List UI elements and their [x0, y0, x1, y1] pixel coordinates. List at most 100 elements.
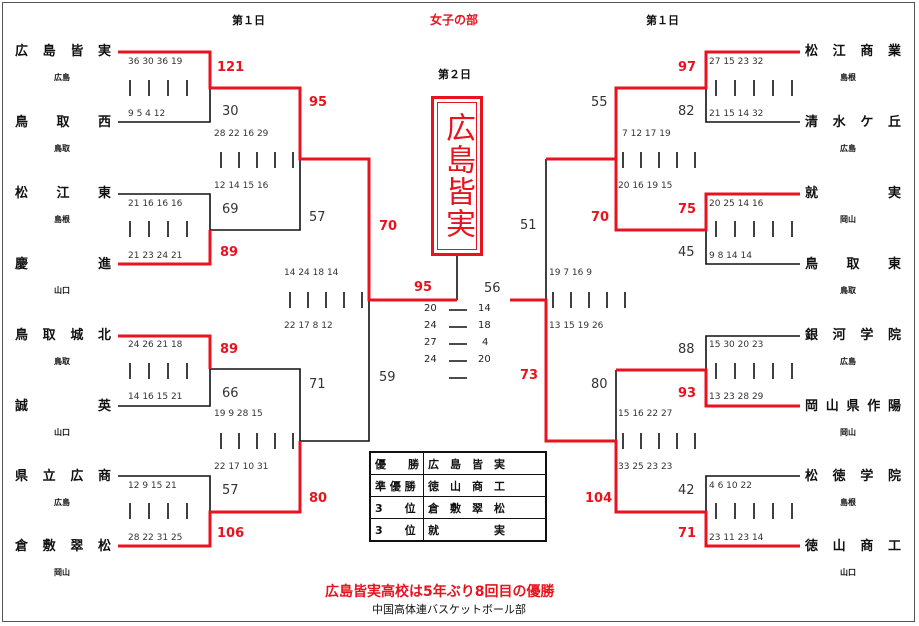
final-score-left: 95 [414, 280, 433, 295]
period-scores: 23 11 23 14 [709, 533, 764, 543]
left-team-6-pref: 山口 [54, 428, 70, 437]
period-scores: 9 8 14 14 [709, 251, 752, 261]
left-team-6: 誠 英 [15, 399, 111, 414]
result-caption: 広島皆実高校は5年ぶり8回目の優勝 [325, 584, 555, 600]
team-cell: 広 島 皆 実 [423, 451, 547, 475]
left-team-2: 鳥 取 西 [15, 115, 111, 130]
score-loser: 45 [678, 245, 695, 260]
score-winner: 71 [678, 526, 697, 541]
right-team-5-pref: 広島 [840, 357, 856, 366]
left-team-7: 県 立 広 商 [15, 469, 111, 484]
score-loser: 59 [379, 370, 396, 385]
period-scores: 28 22 16 29 [214, 129, 269, 139]
period-scores: 15 16 22 27 [618, 409, 673, 419]
right-team-1-pref: 島根 [840, 73, 856, 82]
score-loser: 69 [222, 202, 239, 217]
period-scores: 13 23 28 29 [709, 392, 764, 402]
champion-box: 広島皆実 [431, 96, 483, 256]
period-scores: 36 30 36 19 [128, 57, 183, 67]
right-team-1: 松 江 商 業 [805, 44, 901, 59]
right-team-4: 鳥 取 東 [805, 257, 901, 272]
score-loser: 82 [678, 104, 695, 119]
table-row: 優 勝 広 島 皆 実 [369, 451, 547, 475]
period-scores: 20 25 14 16 [709, 199, 764, 209]
score-winner: 75 [678, 202, 697, 217]
period-tick-marks [129, 80, 793, 519]
score-winner: 106 [217, 526, 245, 541]
table-row: 3 位 就 実 [369, 518, 547, 542]
final-period-right: 14 [478, 303, 491, 314]
team-cell: 就 実 [423, 518, 547, 542]
final-period-right: 20 [478, 354, 491, 365]
left-team-3-pref: 島根 [54, 215, 70, 224]
rank-cell: 3 位 [369, 518, 424, 542]
final-period-right: 4 [482, 337, 489, 348]
team-cell: 倉 敷 翠 松 [423, 496, 547, 519]
champion-name: 広島皆実 [440, 112, 475, 240]
left-team-3: 松 江 東 [15, 186, 111, 201]
team-cell: 徳 山 商 工 [423, 474, 547, 497]
period-scores: 14 24 18 14 [284, 268, 339, 278]
final-period-left: 24 [424, 320, 437, 331]
score-loser: 30 [222, 104, 239, 119]
score-winner: 97 [678, 60, 697, 75]
score-loser: 80 [591, 377, 608, 392]
right-team-5: 銀 河 学 院 [805, 328, 901, 343]
right-team-8-pref: 山口 [840, 568, 856, 577]
day2-label: 第２日 [438, 68, 471, 81]
final-period-right: 18 [478, 320, 491, 331]
period-scores: 24 26 21 18 [128, 340, 183, 350]
left-team-4: 慶 進 [15, 257, 111, 272]
table-row: 3 位 倉 敷 翠 松 [369, 496, 547, 519]
period-scores: 21 16 16 16 [128, 199, 183, 209]
period-scores: 15 30 20 23 [709, 340, 764, 350]
right-team-8: 徳 山 商 工 [805, 539, 901, 554]
period-scores: 27 15 23 32 [709, 57, 764, 67]
score-loser: 88 [678, 342, 695, 357]
period-scores: 12 9 15 21 [128, 481, 177, 491]
left-team-1-pref: 広島 [54, 73, 70, 82]
score-loser: 66 [222, 386, 239, 401]
score-winner: 70 [379, 219, 398, 234]
score-loser: 55 [591, 95, 608, 110]
right-team-7-pref: 島根 [840, 498, 856, 507]
right-team-4-pref: 鳥取 [840, 286, 856, 295]
score-winner: 93 [678, 386, 697, 401]
period-scores: 9 5 4 12 [128, 109, 166, 119]
period-scores: 12 14 15 16 [214, 181, 269, 191]
right-team-7: 松 徳 学 院 [805, 469, 901, 484]
left-team-5-pref: 鳥取 [54, 357, 70, 366]
period-scores: 22 17 10 31 [214, 462, 269, 472]
left-team-5: 鳥 取 城 北 [15, 328, 111, 343]
period-scores: 21 15 14 32 [709, 109, 764, 119]
rank-cell: 優 勝 [369, 451, 424, 475]
score-winner: 73 [520, 368, 539, 383]
final-period-left: 24 [424, 354, 437, 365]
right-team-2-pref: 広島 [840, 144, 856, 153]
score-winner: 104 [585, 491, 613, 506]
rank-cell: 準 優 勝 [369, 474, 424, 497]
period-scores: 33 25 23 23 [618, 462, 673, 472]
score-winner: 121 [217, 60, 245, 75]
left-team-1: 広 島 皆 実 [15, 44, 111, 59]
credit-line: 中国高体連バスケットボール部 [372, 603, 526, 616]
day1-left-label: 第１日 [232, 14, 265, 27]
left-team-8-pref: 岡山 [54, 568, 70, 577]
final-standings-table: 優 勝 広 島 皆 実 準 優 勝 徳 山 商 工 3 位 倉 敷 翠 松 3 … [369, 451, 547, 542]
score-winner: 89 [220, 245, 239, 260]
division-title: 女子の部 [430, 13, 479, 27]
score-loser: 57 [309, 210, 326, 225]
score-loser: 51 [520, 218, 537, 233]
right-team-2: 清 水 ケ 丘 [805, 115, 901, 130]
bracket-lines-red [118, 50, 800, 548]
left-team-7-pref: 広島 [54, 498, 70, 507]
right-team-6-pref: 岡山 [840, 428, 856, 437]
day1-right-label: 第１日 [646, 14, 679, 27]
final-period-left: 27 [424, 337, 437, 348]
final-score-right: 56 [484, 281, 501, 296]
period-scores: 4 6 10 22 [709, 481, 752, 491]
period-scores: 7 12 17 19 [622, 129, 671, 139]
score-winner: 89 [220, 342, 239, 357]
